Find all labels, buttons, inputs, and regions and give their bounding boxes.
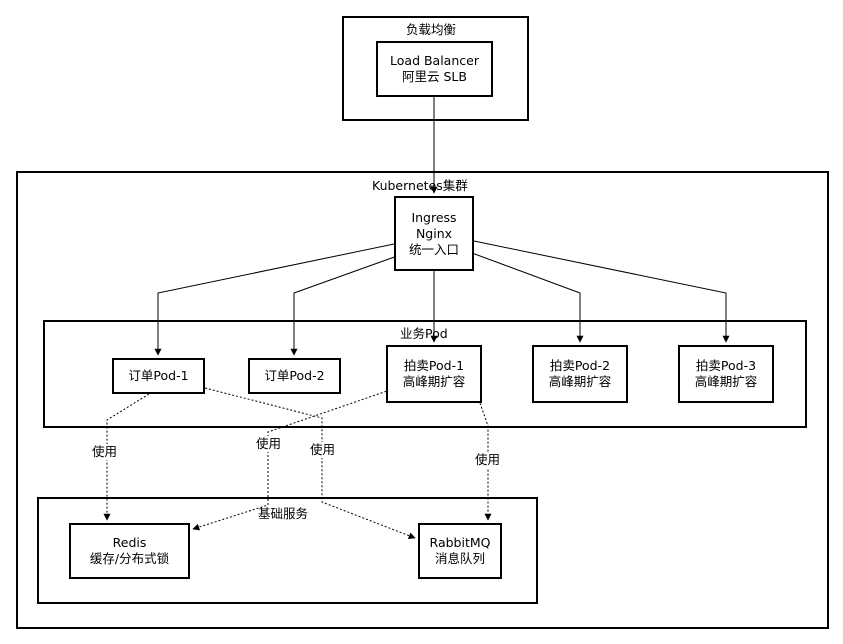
ingress-node-line1: Ingress [411, 209, 457, 225]
edge-ingress-to-auction2 [471, 252, 584, 343]
edge-order1-to-rabbitmq [204, 387, 416, 539]
load-balancer-group-title: 负载均衡 [406, 22, 457, 37]
auction-pod-2-line2: 高峰期扩容 [548, 374, 612, 389]
business-pods-group-title: 业务Pod [400, 326, 448, 341]
business-pods-group [43, 320, 807, 428]
edge-ingress-to-order2 [290, 254, 401, 356]
order-pod-1-node[interactable]: 订单Pod-1 [112, 358, 205, 394]
order-pod-2-node[interactable]: 订单Pod-2 [248, 358, 341, 394]
load-balancer-node-line1: Load Balancer [390, 53, 479, 68]
base-services-group [37, 497, 538, 604]
auction-pod-2-node[interactable]: 拍卖Pod-2 高峰期扩容 [532, 345, 628, 403]
edge-label-auction1-rabbitmq: 使用 [474, 452, 502, 468]
kubernetes-cluster-group [16, 171, 829, 629]
base-services-group-title: 基础服务 [258, 506, 309, 521]
redis-node-line1: Redis [112, 535, 147, 550]
auction-pod-1-line2: 高峰期扩容 [402, 374, 466, 389]
edge-auction1-to-redis [192, 389, 391, 531]
ingress-node-line2: Nginx [415, 225, 453, 241]
edge-auction1-to-rabbitmq [479, 402, 492, 521]
auction-pod-3-line2: 高峰期扩容 [694, 374, 758, 389]
edge-ingress-to-order1 [154, 243, 395, 356]
load-balancer-group [342, 16, 529, 121]
rabbitmq-node-line1: RabbitMQ [429, 535, 491, 550]
order-pod-2-label: 订单Pod-2 [264, 368, 325, 383]
load-balancer-node[interactable]: Load Balancer 阿里云 SLB [376, 41, 493, 97]
load-balancer-node-line2: 阿里云 SLB [402, 69, 467, 84]
auction-pod-2-line1: 拍卖Pod-2 [549, 358, 611, 373]
order-pod-1-label: 订单Pod-1 [128, 368, 189, 383]
edge-order1-to-redis [103, 393, 150, 521]
ingress-nginx-node[interactable]: Ingress Nginx 统一入口 [394, 196, 474, 271]
auction-pod-1-node[interactable]: 拍卖Pod-1 高峰期扩容 [386, 345, 482, 403]
kubernetes-cluster-group-title: Kubernetes集群 [372, 178, 468, 193]
redis-node-line2: 缓存/分布式锁 [89, 551, 170, 566]
redis-node[interactable]: Redis 缓存/分布式锁 [69, 523, 190, 579]
auction-pod-1-line1: 拍卖Pod-1 [403, 358, 465, 373]
edge-label-auction1-redis: 使用 [255, 436, 283, 452]
rabbitmq-node[interactable]: RabbitMQ 消息队列 [418, 523, 502, 579]
rabbitmq-node-line2: 消息队列 [434, 551, 485, 566]
edge-label-order1-rabbitmq: 使用 [309, 442, 337, 458]
auction-pod-3-node[interactable]: 拍卖Pod-3 高峰期扩容 [678, 345, 774, 403]
auction-pod-3-line1: 拍卖Pod-3 [695, 358, 757, 373]
edge-ingress-to-auction3 [473, 240, 730, 343]
edge-label-order1-redis: 使用 [91, 444, 119, 460]
ingress-node-line3: 统一入口 [408, 241, 459, 257]
